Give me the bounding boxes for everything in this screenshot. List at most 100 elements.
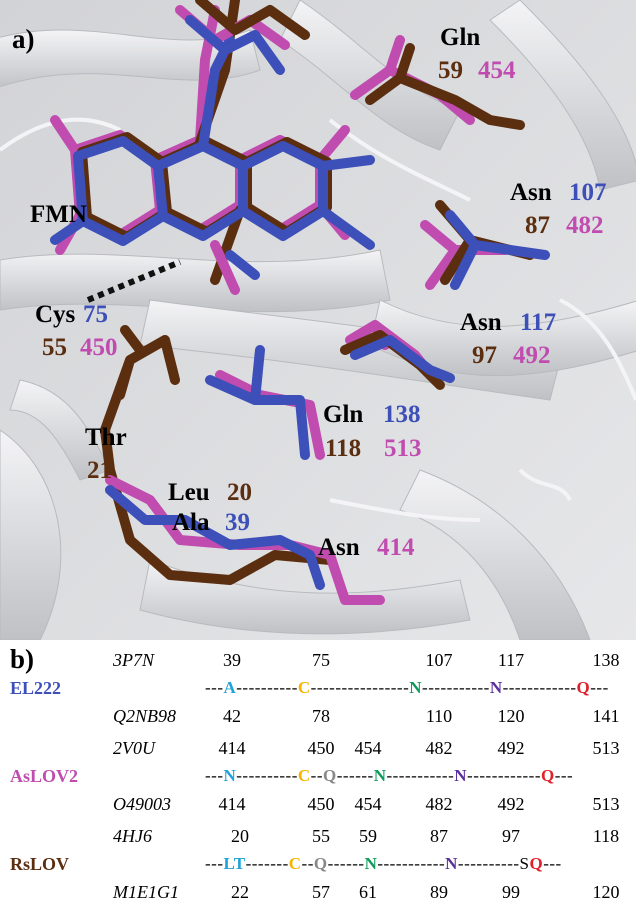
num-aslov2-bottom-1: 450	[307, 794, 335, 814]
gap-2: ----------	[236, 766, 298, 785]
panel-letter-b: b)	[10, 644, 35, 674]
gap-6: ------	[336, 766, 374, 785]
num-el222-bottom-3: 120	[497, 706, 525, 726]
fmn-molecule	[50, 0, 375, 285]
label-asn87-rslov: 87	[525, 212, 550, 239]
label-fmn: FMN	[30, 201, 87, 228]
label-thr-name: Thr	[85, 424, 127, 451]
structure-background	[0, 0, 636, 640]
gap-2: -------	[245, 854, 289, 873]
accession-4hj6: 4HJ6	[113, 826, 152, 846]
residue-n-9: N	[454, 766, 468, 785]
residue-lt-1: LT	[223, 854, 246, 873]
label-ala39-el222: 39	[225, 509, 250, 536]
residue-sticks	[50, 0, 550, 605]
gap-4: ----------------	[310, 678, 410, 697]
label-gln59-rslov: 59	[438, 57, 463, 84]
label-leu-name: Leu	[168, 479, 210, 506]
num-el222-top-2: 107	[425, 650, 453, 670]
num-el222-top-3: 117	[497, 650, 525, 670]
gap-10: ----------S	[457, 854, 530, 873]
residue-n-5: N	[409, 678, 423, 697]
num-rslov-top-4: 97	[502, 826, 520, 846]
label-cys55-rslov: 55	[42, 334, 67, 361]
num-aslov2-bottom-3: 482	[425, 794, 453, 814]
gap-8: -----------	[377, 854, 446, 873]
label-asn492-aslov2: 492	[513, 342, 551, 369]
gap-12: ---	[543, 854, 562, 873]
gap-6: ------	[327, 854, 365, 873]
group-name-el222: EL222	[10, 678, 62, 698]
label-gln138-name: Gln	[323, 401, 363, 428]
residue-q-11: Q	[540, 766, 555, 785]
hbond-dash	[86, 259, 182, 303]
num-aslov2-top-4: 492	[497, 738, 525, 758]
panel-b-alignment: b) 3P7N EL222 Q2NB98 39 75 107 117 138 -…	[0, 640, 636, 918]
num-aslov2-bottom-2: 454	[354, 794, 382, 814]
accession-3p7n: 3P7N	[113, 650, 155, 670]
label-leu20-rslov: 20	[227, 479, 252, 506]
label-cys450-aslov2: 450	[80, 334, 118, 361]
num-aslov2-top-3: 482	[425, 738, 453, 758]
gap-4: --	[301, 854, 314, 873]
gap-2: ----------	[236, 678, 298, 697]
label-asn414-aslov2: 414	[377, 534, 415, 561]
residue-c-3: C	[288, 854, 302, 873]
gap-8: ------------	[502, 678, 577, 697]
residue-a-1: A	[223, 678, 237, 697]
num-rslov-bottom-2: 61	[359, 882, 377, 902]
num-el222-top-0: 39	[223, 650, 241, 670]
num-el222-top-4: 138	[592, 650, 620, 670]
group-name-rslov: RsLOV	[10, 854, 70, 874]
seq-aslov2: ---N----------C--Q------N-----------N---…	[205, 766, 573, 786]
accession-2v0u: 2V0U	[113, 738, 155, 758]
num-el222-bottom-2: 110	[425, 706, 453, 726]
label-cys-name: Cys	[35, 301, 76, 328]
panel-a-structure: a) Gln 59 454 FMN Asn 107 87 482 Cys 75 …	[0, 0, 636, 640]
num-aslov2-bottom-5: 513	[592, 794, 620, 814]
num-el222-top-1: 75	[312, 650, 330, 670]
seq-rslov: ---LT-------C--Q------N-----------N-----…	[205, 854, 562, 874]
label-gln138-el222: 138	[383, 401, 421, 428]
label-asn107-name: Asn	[510, 179, 552, 206]
num-el222-bottom-0: 42	[223, 706, 241, 726]
num-rslov-bottom-3: 89	[430, 882, 448, 902]
residue-n-7: N	[489, 678, 503, 697]
num-el222-bottom-4: 141	[592, 706, 620, 726]
label-asn117-name: Asn	[460, 309, 502, 336]
label-asn414-name: Asn	[318, 534, 360, 561]
label-asn117-el222: 117	[520, 309, 556, 336]
num-rslov-top-3: 87	[430, 826, 448, 846]
residue-c-3: C	[297, 678, 311, 697]
accession-m1e1g1: M1E1G1	[113, 882, 179, 902]
label-ala-name: Ala	[172, 509, 210, 536]
residue-n-7: N	[373, 766, 387, 785]
num-rslov-top-1: 55	[312, 826, 330, 846]
residue-c-3: C	[297, 766, 311, 785]
gap-8: -----------	[386, 766, 455, 785]
num-aslov2-bottom-0: 414	[218, 794, 246, 814]
panel-letter-a: a)	[12, 24, 35, 54]
residue-n-9: N	[445, 854, 458, 873]
num-rslov-top-0: 20	[231, 826, 249, 846]
gap-10: ------------	[467, 766, 541, 785]
num-rslov-bottom-0: 22	[231, 882, 249, 902]
num-rslov-bottom-4: 99	[502, 882, 520, 902]
num-rslov-bottom-1: 57	[312, 882, 330, 902]
label-asn107-el222: 107	[569, 179, 607, 206]
gap-0: ---	[205, 766, 224, 785]
num-aslov2-top-0: 414	[218, 738, 246, 758]
label-thr21-rslov: 21	[87, 457, 112, 484]
gap-6: -----------	[422, 678, 490, 697]
protein-structure-render: a) Gln 59 454 FMN Asn 107 87 482 Cys 75 …	[0, 0, 636, 640]
residue-q-9: Q	[576, 678, 591, 697]
num-aslov2-bottom-4: 492	[497, 794, 525, 814]
label-cys75-el222: 75	[83, 301, 108, 328]
gap-4: --	[310, 766, 323, 785]
gap-0: ---	[205, 854, 224, 873]
residue-n-1: N	[223, 766, 237, 785]
num-el222-bottom-1: 78	[312, 706, 330, 726]
seq-el222: ---A----------C----------------N--------…	[205, 678, 609, 698]
gap-0: ---	[205, 678, 224, 697]
residue-q-5: Q	[323, 766, 337, 785]
